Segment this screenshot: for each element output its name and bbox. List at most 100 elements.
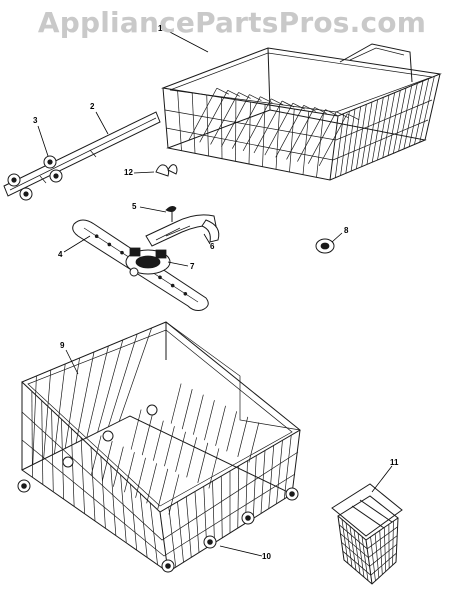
rack-wire (379, 530, 383, 575)
rack-wire (346, 113, 360, 121)
rack-wire (382, 92, 396, 158)
rack-wire (289, 108, 295, 173)
rack-wire (357, 533, 365, 578)
rack-wire (108, 333, 138, 427)
wheel-hub (21, 483, 27, 489)
rack-wire (168, 506, 177, 568)
rack-wire (392, 521, 394, 566)
rack-wire (51, 409, 54, 492)
rack-wire (414, 78, 430, 145)
rack-wire (97, 339, 124, 433)
rack-wire (325, 109, 338, 116)
spray-hole (183, 291, 188, 296)
rack-wire (185, 496, 192, 558)
rack-wire (157, 468, 169, 509)
rack-wire (342, 550, 372, 576)
rack-wire (283, 435, 292, 499)
spray-hole (94, 234, 99, 239)
rack-wire (403, 83, 418, 149)
rack-wire (220, 476, 223, 538)
lower-wheel (17, 479, 299, 573)
rack-wire (231, 96, 261, 149)
rack-wire (345, 108, 356, 174)
spray-hole (107, 242, 112, 247)
rack-wire (141, 415, 153, 456)
callout-1: 1 (158, 24, 163, 33)
rack-wire (101, 441, 113, 482)
rack-track (3, 111, 161, 197)
rack-wire (86, 345, 109, 438)
rack-wire (212, 481, 215, 543)
rack-wire (227, 89, 240, 97)
callout-3: 3 (33, 116, 38, 125)
rack-wire (152, 420, 164, 461)
rack-wire (356, 104, 367, 169)
rack-wire (374, 533, 380, 578)
spray-hole (158, 275, 162, 280)
rack-wire (118, 327, 152, 422)
rack-wire (292, 102, 306, 110)
rack-wire (80, 437, 85, 514)
track-roller (7, 155, 63, 201)
rack-wire (32, 375, 37, 465)
rack-wire (383, 527, 387, 572)
rack-wire (371, 97, 384, 163)
upper-wheel (315, 238, 335, 254)
wheel-hub (289, 491, 295, 497)
rack-wire (139, 493, 148, 558)
rack-wire (303, 104, 316, 112)
rack-wire (260, 96, 273, 104)
rack-wire (220, 97, 223, 159)
rack-wire (260, 450, 266, 514)
rack-wire (41, 400, 44, 485)
rack-wire (192, 394, 204, 435)
silverware-basket (331, 483, 403, 585)
rack-wire (392, 87, 407, 154)
rack-wire (334, 113, 345, 178)
rack-wire (238, 92, 251, 99)
rack-wire (286, 107, 315, 160)
rack-wire (199, 90, 229, 143)
rack-wire (177, 90, 182, 151)
rack-wire (90, 435, 102, 476)
rack-wire (340, 533, 369, 558)
arm-manifold (125, 247, 171, 277)
rack-wire (307, 111, 337, 164)
rack-wire (237, 465, 240, 529)
rack-wire (181, 389, 193, 430)
rack-wire (316, 113, 324, 178)
rack-wire (31, 391, 33, 478)
rack-wire (164, 426, 175, 467)
rack-wire (191, 92, 196, 154)
rack-wire (61, 419, 65, 500)
rack-wire (302, 111, 310, 175)
rack-wire (275, 106, 281, 170)
callout-9: 9 (60, 341, 65, 350)
rack-wire (359, 499, 393, 523)
rack-wire (188, 87, 218, 141)
rack-wire (297, 109, 326, 162)
rack-wire (186, 437, 198, 478)
rack-wire (124, 452, 135, 493)
rack-wire (216, 87, 230, 95)
rack-wire (130, 409, 142, 450)
callout-6: 6 (210, 242, 215, 251)
rack-wire (361, 536, 369, 581)
rack-wire (318, 113, 348, 167)
rack-wire (237, 416, 249, 457)
rack-wire (252, 455, 257, 519)
rack-wire (268, 445, 275, 509)
rack-wire (368, 535, 398, 558)
rack-wire (350, 106, 362, 172)
rack-wire (264, 102, 294, 156)
rack-wire (377, 94, 390, 161)
lower-rack (21, 321, 301, 573)
rack-wire (275, 105, 305, 158)
rack-wire (43, 369, 52, 460)
rack-wire (341, 519, 349, 564)
rack-wire (398, 85, 413, 152)
rack-wire (419, 76, 435, 143)
rack-wire (340, 111, 350, 176)
rack-wire (366, 99, 379, 165)
